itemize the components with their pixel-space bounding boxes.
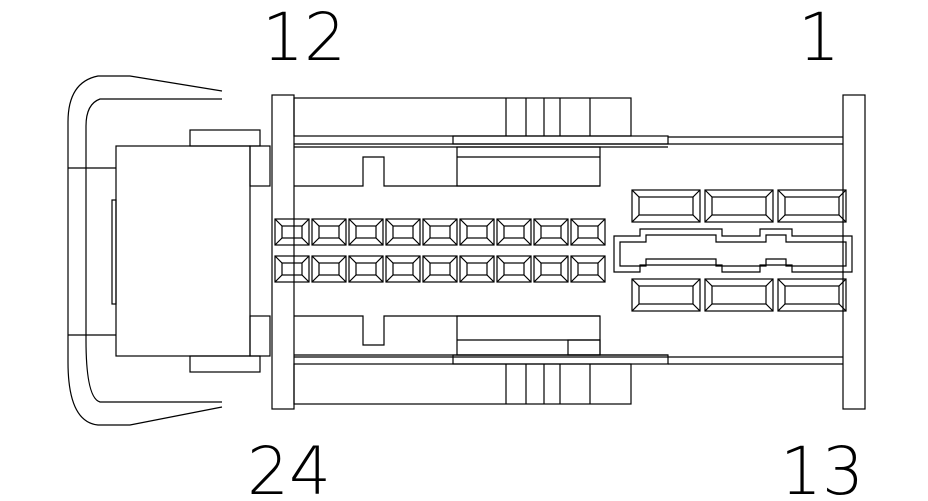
small-cavity [570,218,606,246]
small-cavity [570,255,606,283]
small-cavity [274,218,310,246]
small-cavity [422,218,458,246]
latch-housing [67,75,271,426]
small-cavity [385,255,421,283]
flange-bar [271,94,295,410]
pin-label-1: 1 [798,0,840,76]
end-plate [842,94,866,410]
pin-label-13: 13 [780,433,864,501]
small-cavity [385,218,421,246]
small-cavity [533,218,569,246]
small-cavity [311,255,347,283]
small-cavity [533,255,569,283]
lower-rail [293,315,843,405]
small-cavity [459,255,495,283]
small-cavity [274,255,310,283]
small-cavity [422,255,458,283]
upper-rail [293,97,843,187]
large-cavity [631,189,701,223]
pin-label-24: 24 [247,433,331,501]
small-cavity-array [274,218,606,283]
large-cavity [704,189,774,223]
large-cavity [777,278,847,312]
large-cavity [777,189,847,223]
large-cavity [631,278,701,312]
large-cavity [704,278,774,312]
bus-bar [613,228,853,273]
pin-label-12: 12 [262,0,346,76]
large-cavity-array [631,189,847,312]
small-cavity [496,218,532,246]
small-cavity [348,255,384,283]
small-cavity [459,218,495,246]
latch-body [115,145,251,357]
small-cavity [496,255,532,283]
small-cavity [311,218,347,246]
small-cavity [348,218,384,246]
